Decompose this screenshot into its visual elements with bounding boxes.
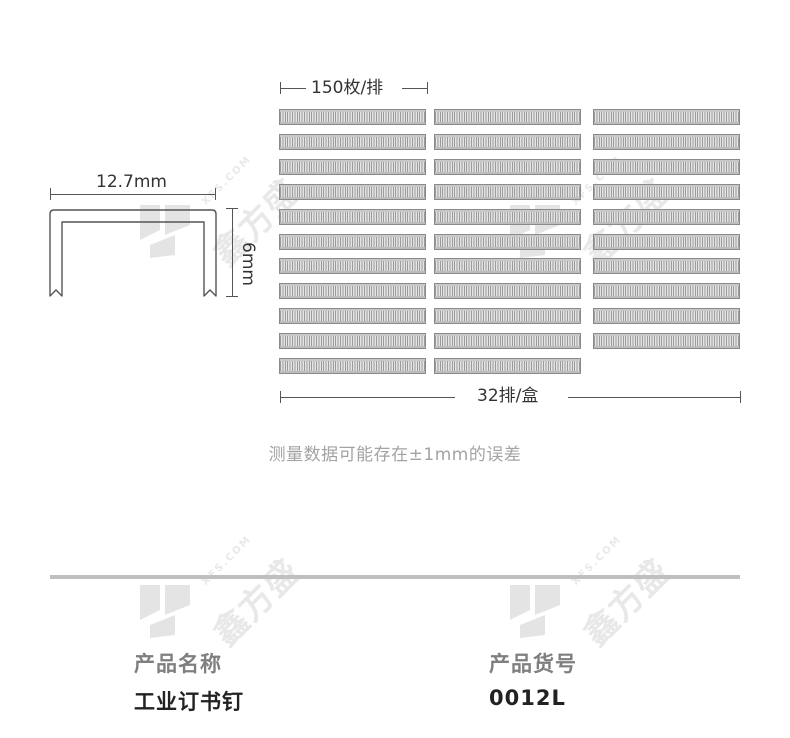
measurement-note: 测量数据可能存在±1mm的误差 <box>268 445 522 465</box>
per-box-label: 32排/盒 <box>477 386 539 406</box>
staple-strip <box>279 358 426 374</box>
staple-strip <box>279 183 426 200</box>
staple-strip <box>434 158 581 175</box>
width-dimension-tick-right <box>215 188 216 200</box>
staple-strip <box>593 258 740 275</box>
staple-strip <box>593 158 740 175</box>
staple-strip <box>279 258 426 275</box>
staple-strip <box>279 208 426 225</box>
width-dimension-line <box>50 194 216 195</box>
box-dimension-line-right <box>568 397 741 398</box>
height-label: 6mm <box>238 242 258 286</box>
height-dimension-line <box>232 208 233 296</box>
staple-strip <box>279 133 426 150</box>
staple-strip <box>279 333 426 350</box>
staple-strip <box>593 333 740 350</box>
staple-strip <box>434 233 581 250</box>
watermark-brand: 鑫方盛 <box>205 551 309 654</box>
row-dimension-line-left <box>280 88 306 89</box>
staple-strip <box>593 233 740 250</box>
width-label: 12.7mm <box>96 172 167 192</box>
staple-outline <box>49 209 217 297</box>
height-dimension-tick-top <box>226 208 238 209</box>
product-code-value: 0012L <box>489 686 566 710</box>
box-dimension-tick-right <box>740 391 741 403</box>
staple-strip <box>434 208 581 225</box>
staple-strip <box>279 308 426 325</box>
watermark-brand: 鑫方盛 <box>575 551 679 654</box>
per-row-label: 150枚/排 <box>311 78 384 98</box>
staple-strip <box>434 358 581 374</box>
staple-strip <box>434 283 581 300</box>
staple-strip <box>434 258 581 275</box>
watermark-mark-icon <box>510 585 560 638</box>
watermark-logo: XFS.COM 鑫方盛 <box>500 470 678 670</box>
staple-strip <box>279 283 426 300</box>
watermark-domain: XFS.COM <box>200 533 254 588</box>
staple-strip <box>434 133 581 150</box>
product-name-heading: 产品名称 <box>134 652 222 676</box>
watermark-domain: XFS.COM <box>570 533 624 588</box>
product-code-heading: 产品货号 <box>489 652 577 676</box>
staple-strip <box>593 183 740 200</box>
staple-strip <box>434 183 581 200</box>
staple-strip <box>593 308 740 325</box>
staple-strip <box>593 109 740 125</box>
staple-strip <box>279 233 426 250</box>
height-dimension-tick-bottom <box>226 296 238 297</box>
row-dimension-line-right <box>402 88 428 89</box>
staple-strip <box>593 283 740 300</box>
staple-strip <box>279 109 426 125</box>
width-dimension-tick-left <box>50 188 51 200</box>
row-dimension-tick-right <box>427 82 428 94</box>
staple-strip <box>434 308 581 325</box>
watermark-logo: XFS.COM 鑫方盛 <box>130 470 308 670</box>
section-divider <box>50 575 740 579</box>
staple-strip <box>279 158 426 175</box>
staple-strip <box>434 333 581 350</box>
staple-strip <box>434 109 581 125</box>
watermark-mark-icon <box>140 585 190 638</box>
product-name-value: 工业订书钉 <box>134 690 244 714</box>
staple-strip <box>593 133 740 150</box>
staple-strip <box>593 208 740 225</box>
box-dimension-line-left <box>280 397 455 398</box>
